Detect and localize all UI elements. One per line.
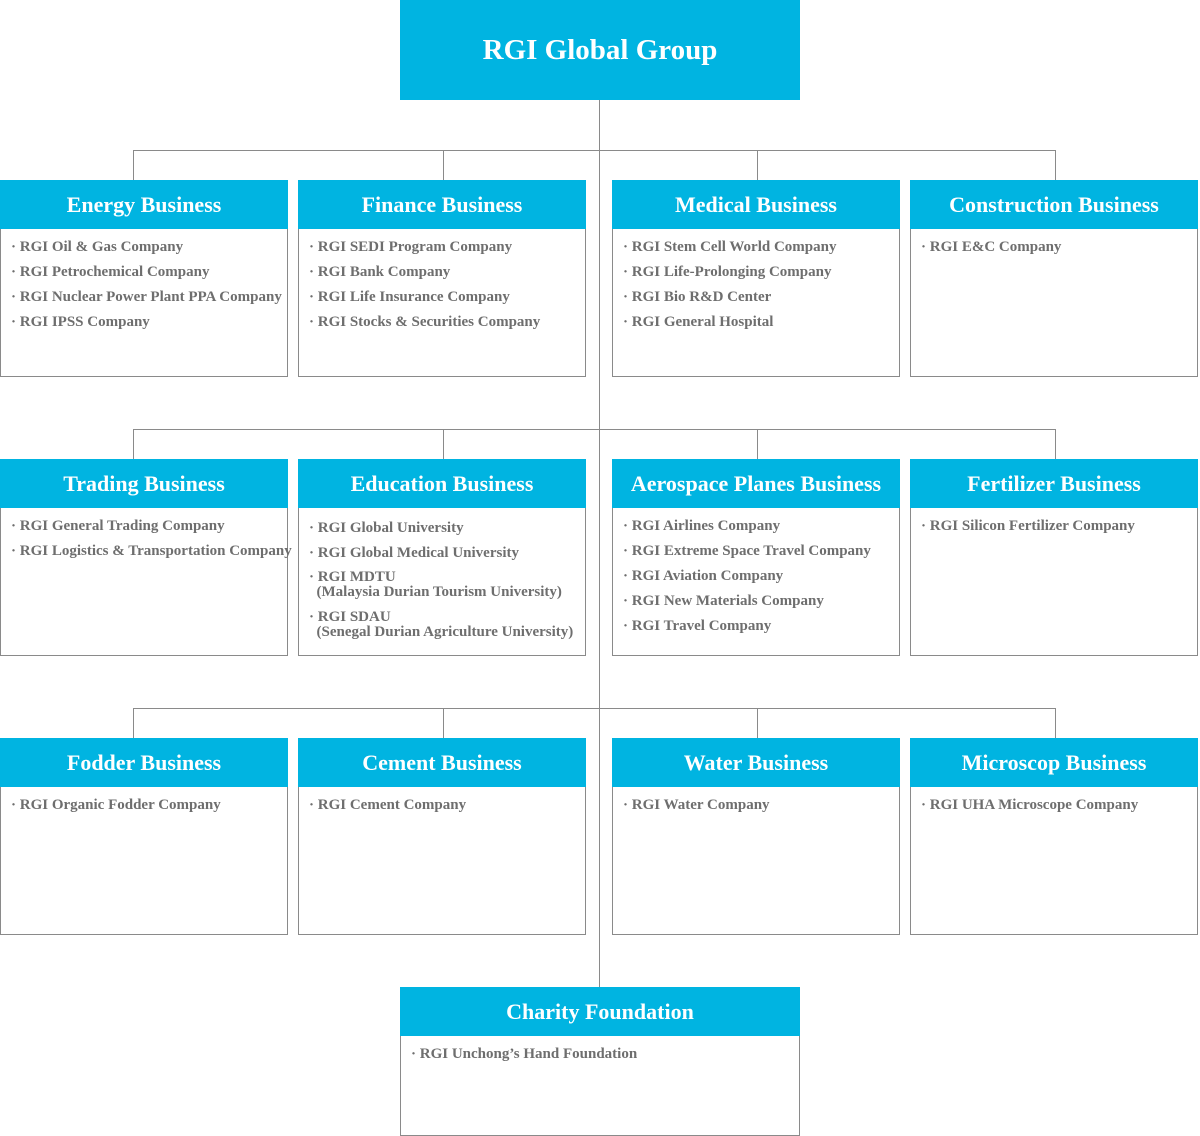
node-title: Microscop Business — [910, 738, 1198, 787]
company-item: · RGI Global University — [309, 520, 464, 536]
row1-drop-2 — [443, 150, 444, 180]
company-item: · RGI MDTU (Malaysia Durian Tourism Univ… — [309, 569, 562, 600]
company-list: · RGI E&C Company — [911, 229, 1197, 256]
row2-drop-2 — [443, 429, 444, 459]
node-title: Fertilizer Business — [910, 459, 1198, 508]
node-title: Cement Business — [298, 738, 586, 787]
company-item: · RGI Nuclear Power Plant PPA Company — [11, 289, 282, 305]
company-item: · RGI UHA Microscope Company — [921, 797, 1139, 813]
node-medical-business: Medical Business · RGI Stem Cell World C… — [612, 180, 900, 377]
node-cement-business: Cement Business · RGI Cement Company — [298, 738, 586, 935]
company-list: · RGI Silicon Fertilizer Company — [911, 508, 1197, 535]
node-finance-business: Finance Business · RGI SEDI Program Comp… — [298, 180, 586, 377]
company-item: · RGI Bank Company — [309, 264, 451, 280]
node-microscop-business: Microscop Business · RGI UHA Microscope … — [910, 738, 1198, 935]
company-item: · RGI Life-Prolonging Company — [623, 264, 832, 280]
node-title: Construction Business — [910, 180, 1198, 229]
company-item: · RGI Organic Fodder Company — [11, 797, 221, 813]
company-item: · RGI New Materials Company — [623, 593, 824, 609]
node-title: Water Business — [612, 738, 900, 787]
node-charity-foundation: Charity Foundation · RGI Unchong’s Hand … — [400, 987, 800, 1136]
node-title: Energy Business — [0, 180, 288, 229]
node-title: Fodder Business — [0, 738, 288, 787]
company-item: · RGI SDAU (Senegal Durian Agriculture U… — [309, 609, 574, 640]
company-list: · RGI Organic Fodder Company — [1, 787, 287, 814]
company-item: · RGI Water Company — [623, 797, 770, 813]
company-item: · RGI Petrochemical Company — [11, 264, 210, 280]
root-node: RGI Global Group — [400, 0, 800, 100]
company-item: · RGI Aviation Company — [623, 568, 784, 584]
company-item: · RGI Travel Company — [623, 618, 772, 634]
company-list: · RGI Water Company — [613, 787, 899, 814]
node-title: Finance Business — [298, 180, 586, 229]
company-item: · RGI Bio R&D Center — [623, 289, 772, 305]
company-item: · RGI Cement Company — [309, 797, 467, 813]
company-list: · RGI Unchong’s Hand Foundation — [401, 1036, 799, 1063]
company-item: · RGI Silicon Fertilizer Company — [921, 518, 1135, 534]
company-item: · RGI General Hospital — [623, 314, 774, 330]
node-title: Trading Business — [0, 459, 288, 508]
row2-branch-line — [133, 429, 1056, 430]
company-list: · RGI Airlines Company · RGI Extreme Spa… — [613, 508, 899, 635]
row1-drop-1 — [133, 150, 134, 180]
company-item: · RGI Logistics & Transportation Company — [11, 543, 292, 559]
row1-drop-4 — [1055, 150, 1056, 180]
company-item: · RGI Life Insurance Company — [309, 289, 510, 305]
company-item: · RGI Airlines Company — [623, 518, 781, 534]
node-water-business: Water Business · RGI Water Company — [612, 738, 900, 935]
root-title: RGI Global Group — [482, 33, 718, 66]
node-trading-business: Trading Business · RGI General Trading C… — [0, 459, 292, 656]
node-fertilizer-business: Fertilizer Business · RGI Silicon Fertil… — [910, 459, 1198, 656]
company-item: · RGI Oil & Gas Company — [11, 239, 184, 255]
row3-drop-4 — [1055, 708, 1056, 738]
row1-drop-3 — [757, 150, 758, 180]
row3-branch-line — [133, 708, 1056, 709]
node-title: Education Business — [298, 459, 586, 508]
row2-drop-4 — [1055, 429, 1056, 459]
row1-branch-line — [133, 150, 1056, 151]
company-item: · RGI SEDI Program Company — [309, 239, 513, 255]
company-list: · RGI General Trading Company · RGI Logi… — [1, 508, 292, 560]
company-list: · RGI Cement Company — [299, 787, 585, 814]
company-item: · RGI IPSS Company — [11, 314, 150, 330]
node-education-business: Education Business · RGI Global Universi… — [298, 459, 586, 656]
company-item: · RGI E&C Company — [921, 239, 1062, 255]
company-item: · RGI Global Medical University — [309, 545, 519, 561]
row3-drop-1 — [133, 708, 134, 738]
company-item: · RGI Extreme Space Travel Company — [623, 543, 871, 559]
company-list: · RGI Stem Cell World Company · RGI Life… — [613, 229, 899, 331]
row2-drop-3 — [757, 429, 758, 459]
node-fodder-business: Fodder Business · RGI Organic Fodder Com… — [0, 738, 288, 935]
node-energy-business: Energy Business · RGI Oil & Gas Company … — [0, 180, 288, 377]
row2-drop-1 — [133, 429, 134, 459]
company-list: · RGI SEDI Program Company · RGI Bank Co… — [299, 229, 585, 331]
node-title: Charity Foundation — [400, 987, 800, 1036]
company-item: · RGI Stem Cell World Company — [623, 239, 837, 255]
trunk-line — [599, 100, 600, 987]
company-item: · RGI General Trading Company — [11, 518, 225, 534]
company-item: · RGI Stocks & Securities Company — [309, 314, 541, 330]
node-construction-business: Construction Business · RGI E&C Company — [910, 180, 1198, 377]
company-list: · RGI Global University · RGI Global Med… — [299, 508, 585, 640]
node-title: Aerospace Planes Business — [612, 459, 900, 508]
company-list: · RGI UHA Microscope Company — [911, 787, 1197, 814]
company-item: · RGI Unchong’s Hand Foundation — [411, 1046, 638, 1062]
node-title: Medical Business — [612, 180, 900, 229]
node-aerospace-planes-business: Aerospace Planes Business · RGI Airlines… — [612, 459, 900, 656]
row3-drop-3 — [757, 708, 758, 738]
company-list: · RGI Oil & Gas Company · RGI Petrochemi… — [1, 229, 287, 331]
row3-drop-2 — [443, 708, 444, 738]
